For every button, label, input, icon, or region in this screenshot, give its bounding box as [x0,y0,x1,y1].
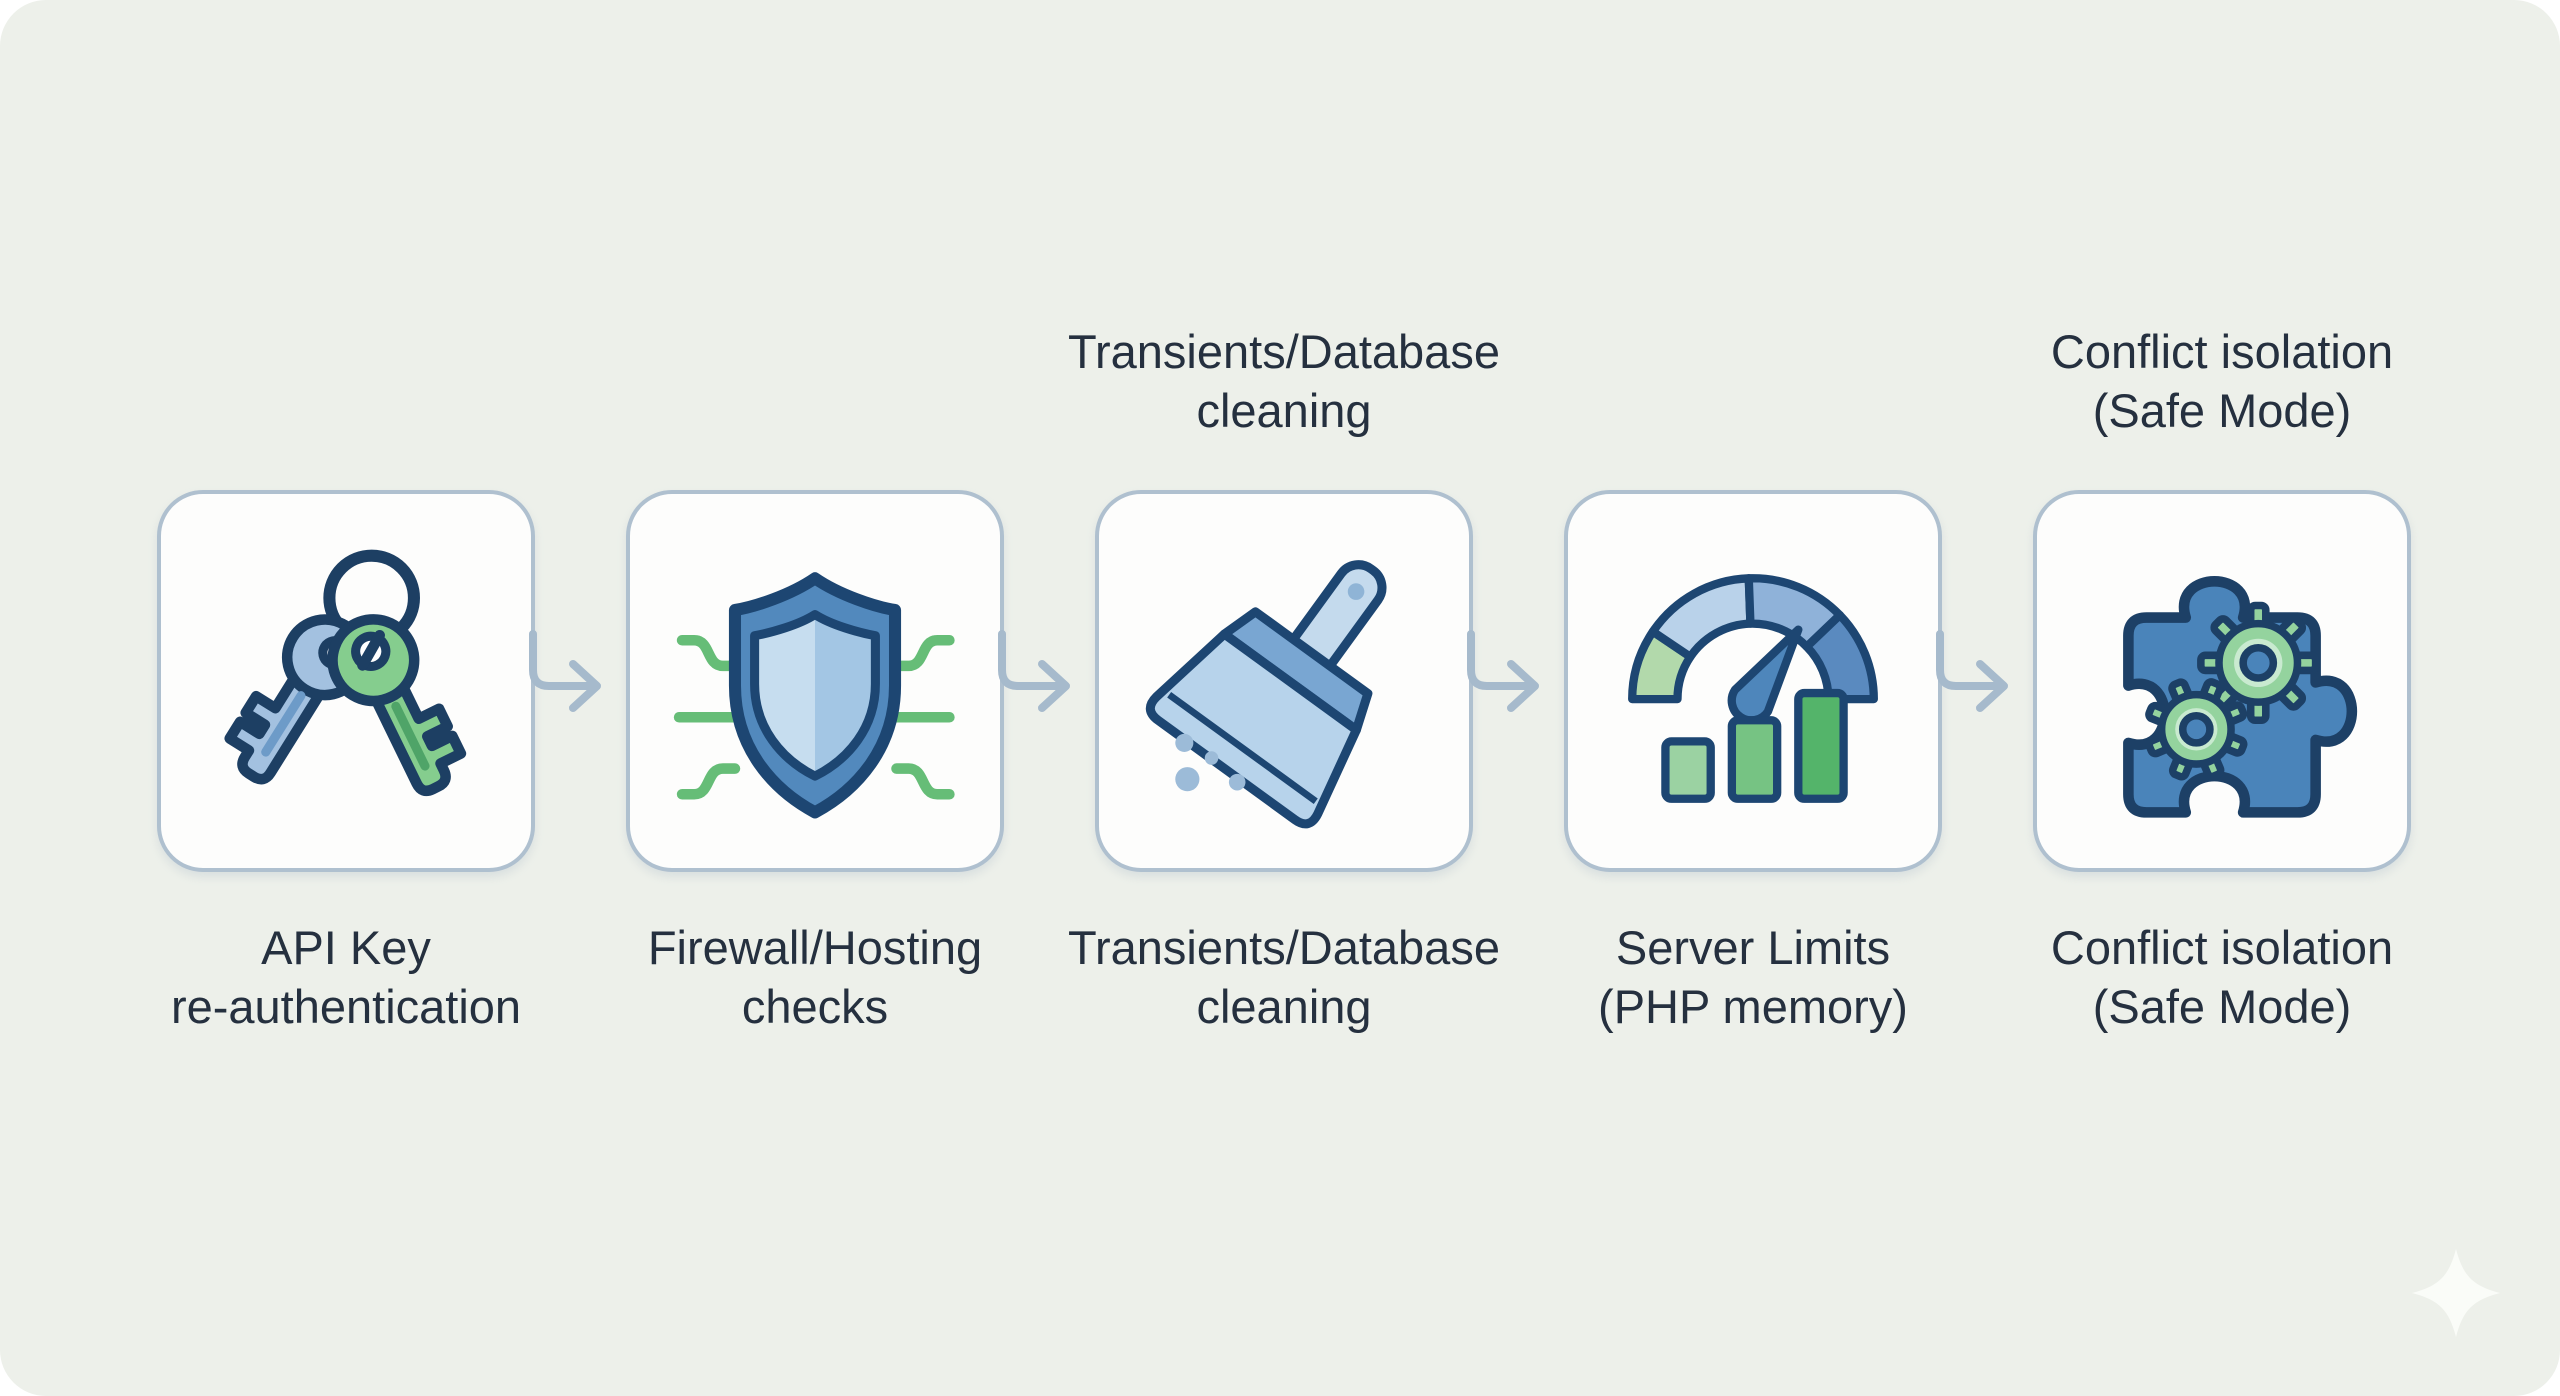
flow-arrow-icon [529,630,601,712]
top-label-conflict-isolation-safe-mode: Conflict isolation (Safe Mode) [2050,325,2394,437]
step-card-transients-database-cleaning [1095,490,1473,872]
bottom-label-server-limits-php-memory: Server Limits (PHP memory) [1598,921,1908,1033]
keys-icon [224,549,467,797]
dustpan-icon [1145,560,1387,829]
flow-arrow-icon [1936,630,2008,712]
step-card-server-limits-php-memory [1564,490,1942,872]
sparkle-icon [2412,1249,2500,1337]
step-card-conflict-isolation-safe-mode [2033,490,2411,872]
gear-icon [2145,678,2248,781]
puzzle-icon [2123,576,2358,818]
bottom-label-transients-database-cleaning: Transients/Database cleaning [1068,921,1500,1033]
shield-icon [673,572,955,819]
gear-icon [2197,601,2320,725]
step-card-api-key-re-authentication [157,490,535,872]
gauge-icon [1628,574,1878,803]
top-label-transients-database-cleaning: Transients/Database cleaning [1068,325,1500,437]
bottom-label-firewall-hosting-checks: Firewall/Hosting checks [647,921,983,1033]
flow-arrow-icon [998,630,1070,712]
step-card-firewall-hosting-checks [626,490,1004,872]
bottom-label-api-key-re-authentication: API Key re-authentication [170,921,522,1033]
flow-arrow-icon [1467,630,1539,712]
bottom-label-conflict-isolation-safe-mode: Conflict isolation (Safe Mode) [2050,921,2394,1033]
